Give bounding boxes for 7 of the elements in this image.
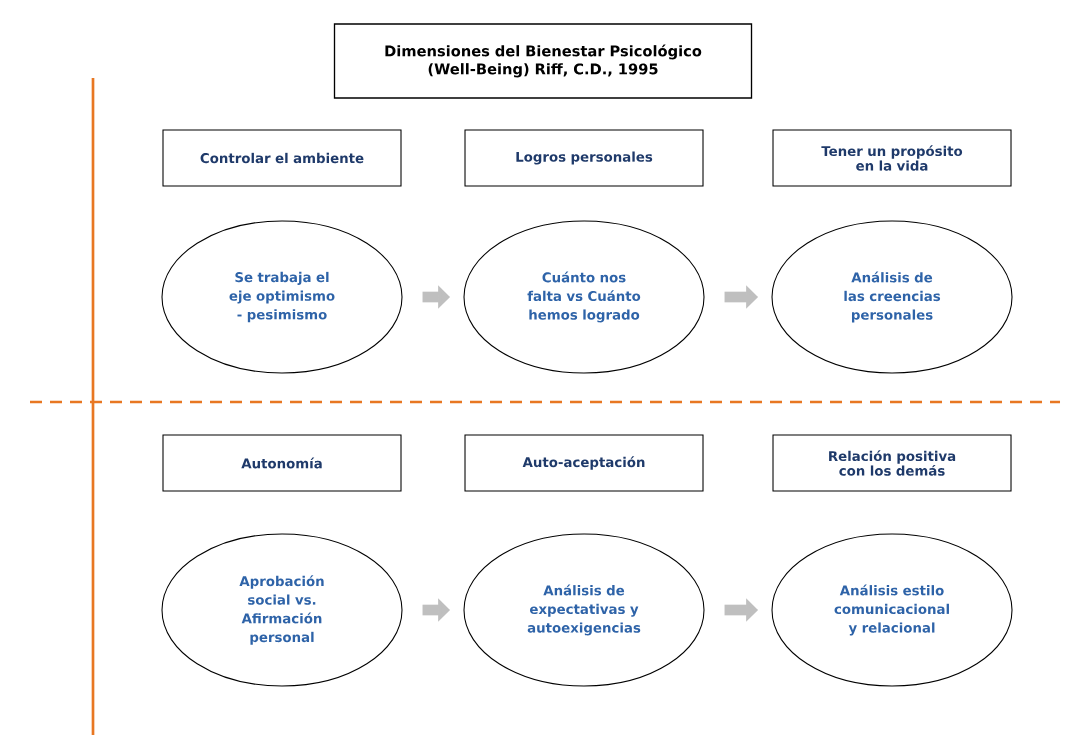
dimension-box: Autonomía [162,434,402,492]
title-box: Dimensiones del Bienestar Psicológico (Well-Being) Riff, C.D., 1995 [333,23,753,99]
dimension-box: Auto-aceptación [464,434,704,492]
dimension-box: Tener un propósito en la vida [772,129,1012,187]
dimension-box: Relación positiva con los demás [772,434,1012,492]
dimension-box: Logros personales [464,129,704,187]
dimension-box: Controlar el ambiente [162,129,402,187]
